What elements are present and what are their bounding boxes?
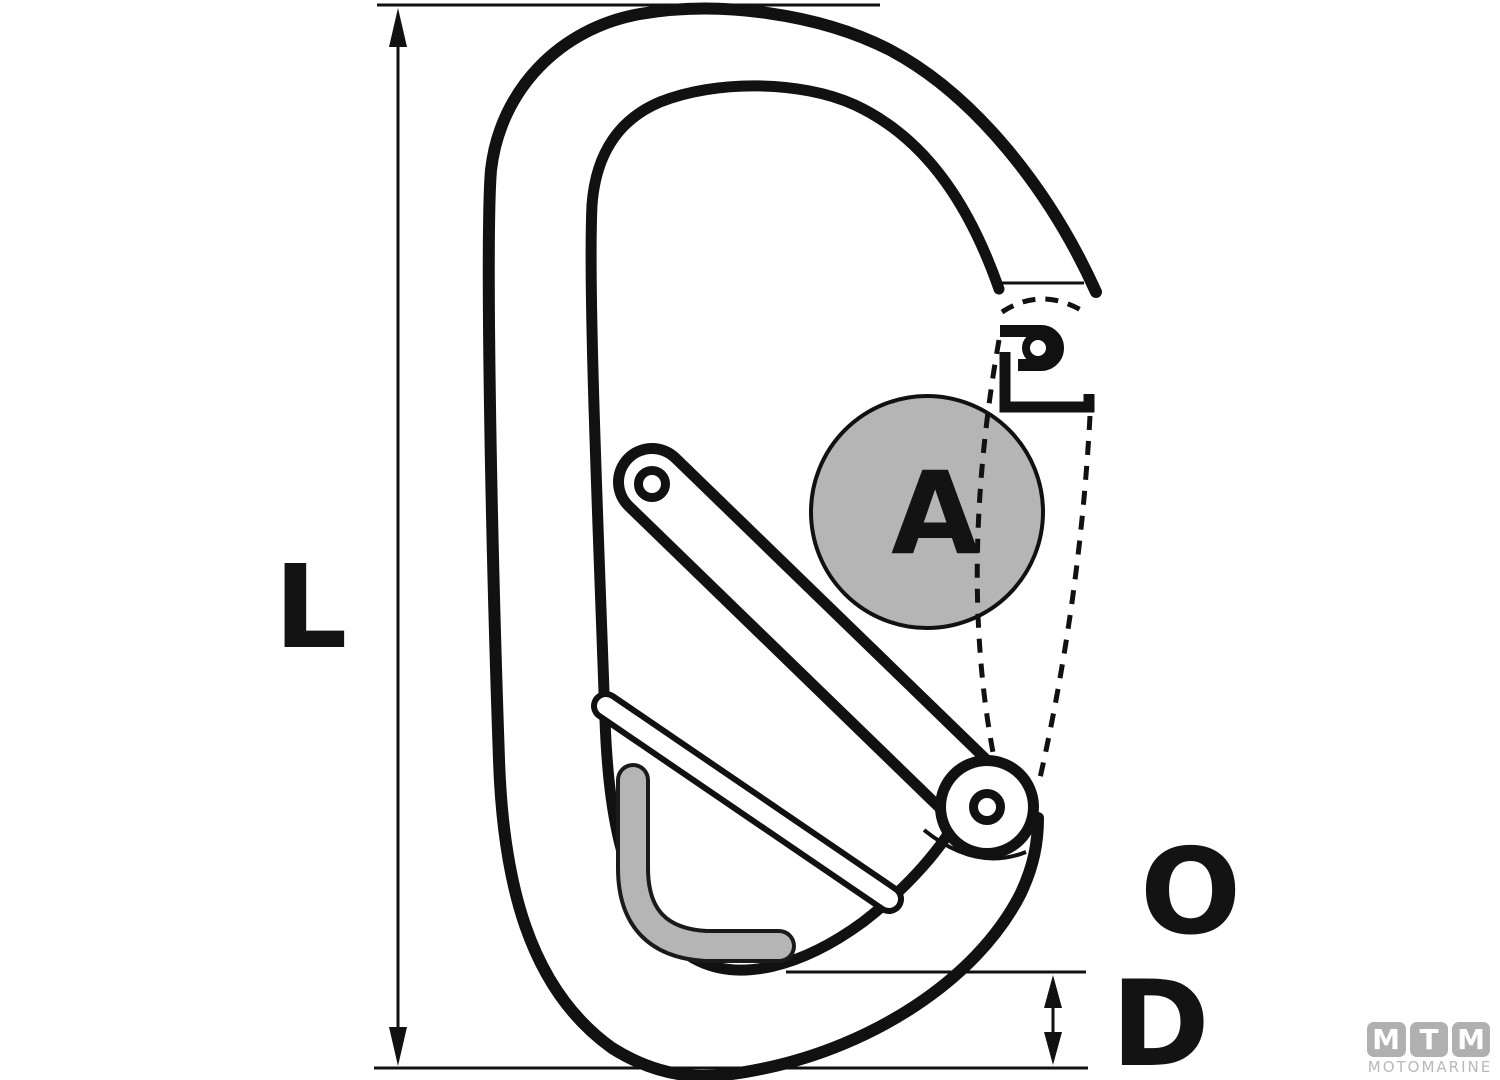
gate-open-dashed-lines: [974, 296, 1093, 787]
arrowhead-D-bottom: [1044, 1032, 1062, 1065]
body-inner-edge: [585, 80, 1005, 976]
dashed-gate-outer: [1037, 415, 1093, 779]
logo-letter-m2: M: [1457, 1023, 1485, 1056]
keeper-spring: [616, 763, 796, 963]
logo-tile-2: [1410, 1022, 1448, 1057]
label-opening-O: O: [1140, 824, 1241, 962]
label-clearance-A: A: [891, 447, 979, 580]
nose-assembly: [999, 281, 1095, 413]
nose-pin: [1022, 332, 1054, 364]
nose-hook: [1000, 325, 1064, 371]
gate-lever-body: [624, 454, 1015, 835]
logo-letter-m1: M: [1372, 1023, 1400, 1056]
logo-wordmark: MOTOMARINE: [1368, 1058, 1492, 1076]
nose-bracket: [999, 352, 1095, 413]
dimension-labels: L A O D: [274, 447, 1241, 1080]
label-diameter-D: D: [1111, 956, 1210, 1080]
clearance-circle: [809, 394, 1045, 630]
gate-hinge-pin: [634, 466, 670, 502]
logo-letter-t: T: [1419, 1023, 1438, 1056]
watermark-logo: M T M MOTOMARINE: [1367, 1022, 1492, 1076]
carabiner-body: [482, 2, 1102, 1080]
latch-bar: [591, 691, 904, 914]
dimension-lines-group: [374, 3, 1088, 1070]
gate-pivot-pin: [969, 789, 1005, 825]
arrowhead-L-bottom: [389, 1027, 407, 1066]
pivot-detail-arc: [922, 828, 1027, 861]
gate-lever: [613, 443, 1039, 861]
label-length-L: L: [274, 541, 347, 675]
arrowhead-L-top: [389, 8, 407, 47]
body-outer-edge: [482, 2, 1102, 1080]
keeper-spring-body: [620, 767, 792, 959]
arrowhead-D-top: [1044, 975, 1062, 1008]
latch-bar-body: [597, 697, 898, 908]
logo-tile-3: [1452, 1022, 1490, 1057]
dashed-gate-inner: [974, 339, 1003, 787]
dashed-nose-arc: [1000, 296, 1083, 315]
logo-tile-1: [1367, 1022, 1406, 1057]
